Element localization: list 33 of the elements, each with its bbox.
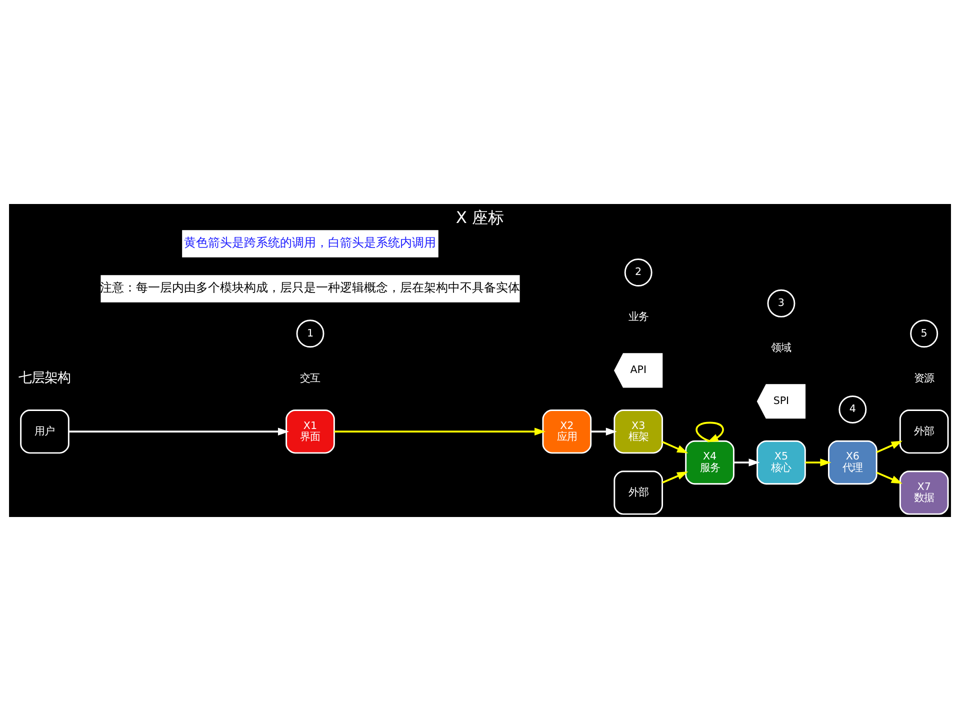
label: 资源 [914,372,934,384]
node-box: X3 框架 [614,408,664,454]
label: 领域 [771,342,792,354]
node-box: X5 核心 [756,440,806,484]
label: 2 [635,266,642,278]
arrow [805,458,832,466]
node-box: X2 应用 [542,408,592,454]
label: 七层架构 [18,370,71,386]
node-box: X6 代理 [828,440,878,484]
node-box: X4 服务 [685,440,734,484]
arrow [662,440,688,453]
arrow [334,427,546,435]
label: 4 [849,402,856,415]
label: 5 [920,326,928,339]
arrow [590,427,617,435]
label: 交互 [300,372,320,384]
node-box: 外部 [614,470,664,514]
diagram-title: X 座标 [456,207,504,226]
label: 黄色箭头是跨系统的调用，白箭头是系统内调用 [184,235,436,250]
label: 3 [778,296,784,309]
node-box: X1 界面 [286,408,335,454]
arrow [734,458,760,466]
label: 注意：每一层内由多个模块构成，层只是一种逻辑概念，层在架构中不具备实体 [100,280,520,294]
node-box: 用户 [20,408,70,454]
arrow [68,427,290,435]
label: 1 [306,326,314,339]
arrow [876,471,902,484]
label: 业务 [628,310,648,323]
arrow [696,421,724,442]
node-box: 外部 [899,408,949,454]
node-box: X7 数据 [899,470,949,514]
arrow [876,440,902,453]
arrow [662,471,688,483]
